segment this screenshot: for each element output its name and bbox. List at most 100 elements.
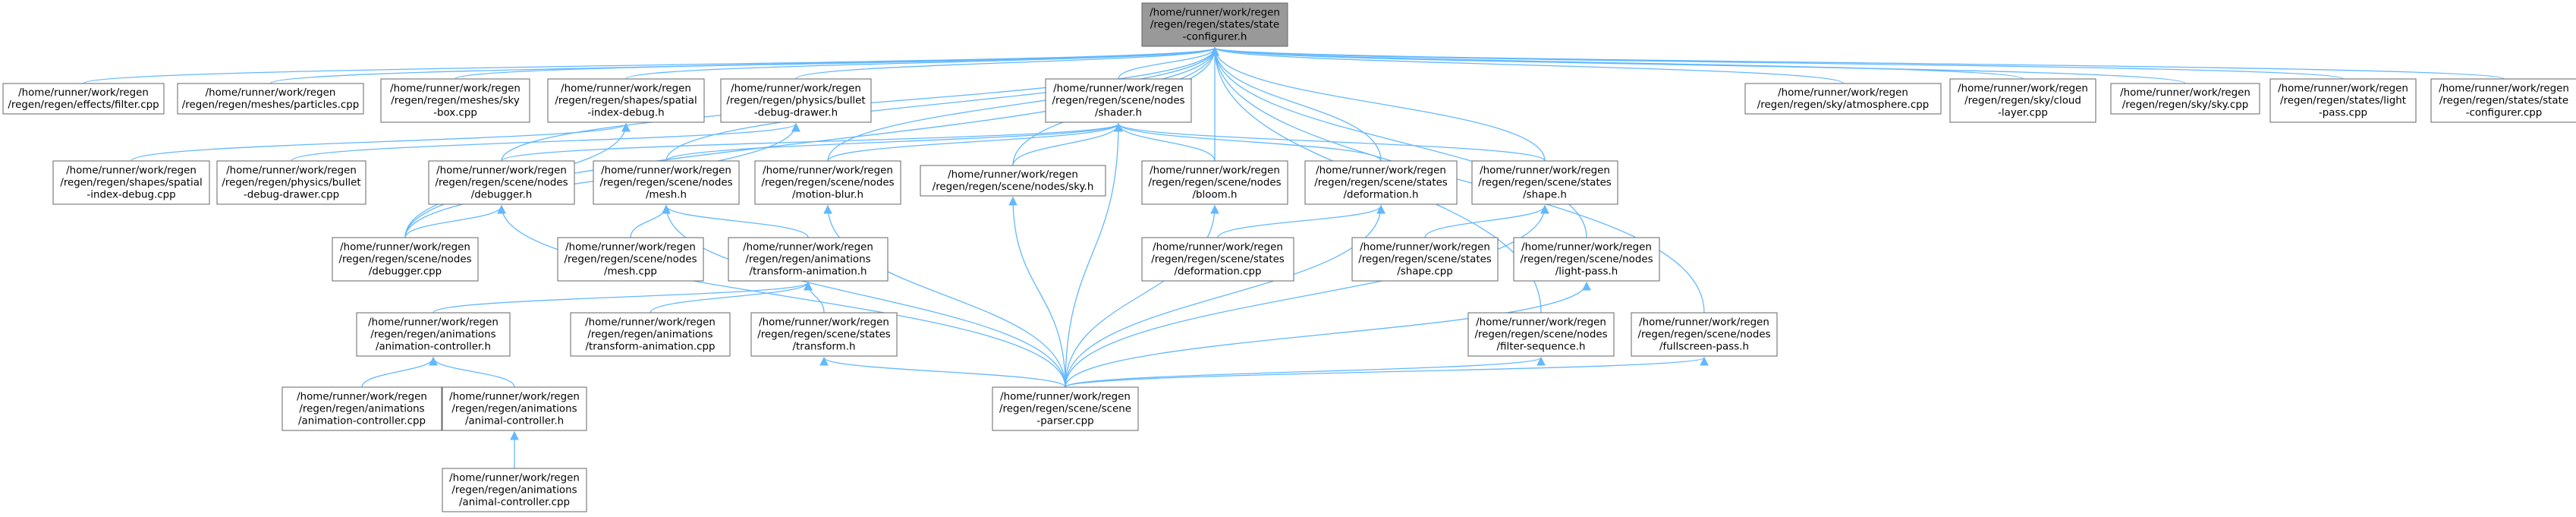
file-node-animation-controller-cpp[interactable]: /home/runner/work/regen/regen/regen/anim…	[282, 386, 442, 431]
file-node-label-line: -layer.cpp	[1998, 108, 2048, 119]
file-node-label-line: /shape.cpp	[1397, 266, 1453, 278]
file-node-filter-sequence-h[interactable]: /home/runner/work/regen/regen/regen/scen…	[1467, 312, 1615, 357]
edge-mesh-h-to-shader-h	[665, 122, 1123, 162]
file-node-label-line: /regen/regen/scene/nodes	[1637, 329, 1770, 341]
file-node-label-line: /home/runner/work/regen	[601, 166, 731, 177]
file-node-label-line: /regen/regen/animations	[451, 404, 577, 415]
file-node-label-line: /regen/regen/sky/cloud	[1964, 96, 2081, 107]
file-node-nodes-sky-h[interactable]: /home/runner/work/regen/regen/regen/scen…	[920, 165, 1106, 197]
edge-scene-parser-cpp-to-fullscreen-pass-h	[1065, 356, 1709, 388]
file-node-filter-cpp[interactable]: /home/runner/work/regen/regen/regen/effe…	[2, 83, 165, 115]
file-node-transform-animation-h[interactable]: /home/runner/work/regen/regen/regen/anim…	[728, 237, 889, 282]
file-node-box	[442, 468, 587, 512]
file-node-label-line: /home/runner/work/regen	[66, 166, 197, 177]
file-node-transform-h[interactable]: /home/runner/work/regen/regen/regen/scen…	[750, 312, 898, 357]
file-node-label-line: /regen/regen/physics/bullet	[222, 178, 360, 189]
file-node-shader-h[interactable]: /home/runner/work/regen/regen/regen/scen…	[1045, 78, 1192, 123]
file-node-spatial-index-debug-h[interactable]: /home/runner/work/regen/regen/regen/shap…	[547, 78, 705, 123]
file-node-mesh-h[interactable]: /home/runner/work/regen/regen/regen/scen…	[593, 160, 740, 205]
file-node-label-line: /home/runner/work/regen	[340, 242, 470, 254]
file-node-light-pass-h[interactable]: /home/runner/work/regen/regen/regen/scen…	[1513, 237, 1660, 282]
file-node-light-pass-cpp[interactable]: /home/runner/work/regen/regen/regen/stat…	[2269, 78, 2417, 123]
file-node-label-line: /light-pass.h	[1555, 266, 1618, 278]
file-node-label-line: /mesh.h	[646, 190, 687, 201]
file-node-box	[216, 160, 366, 205]
file-node-motion-blur-h[interactable]: /home/runner/work/regen/regen/regen/scen…	[754, 160, 901, 205]
edge-filter-cpp-to-root	[83, 46, 1219, 84]
file-node-atmosphere-cpp[interactable]: /home/runner/work/regen/regen/regen/sky/…	[1744, 83, 1942, 115]
file-node-label-line: /regen/regen/scene/nodes	[1052, 96, 1184, 107]
edge-motion-blur-h-to-shader-h	[827, 122, 1123, 162]
file-node-label-line: /regen/regen/states/light	[2280, 96, 2406, 107]
file-node-label-line: /regen/regen/scene/states	[757, 329, 891, 341]
file-node-label-line: /regen/regen/scene/states	[1314, 178, 1448, 189]
file-node-label-line: /shape.h	[1523, 190, 1567, 201]
file-node-label-line: /regen/regen/animations	[370, 329, 495, 341]
file-node-label-line: /home/runner/work/regen	[297, 392, 427, 403]
file-node-scene-parser-cpp[interactable]: /home/runner/work/regen/regen/regen/scen…	[992, 386, 1139, 431]
file-node-deformation-cpp[interactable]: /home/runner/work/regen/regen/regen/scen…	[1141, 237, 1294, 282]
file-node-animation-controller-h[interactable]: /home/runner/work/regen/regen/regen/anim…	[356, 312, 511, 357]
file-node-label-line: /home/runner/work/regen	[1521, 242, 1652, 254]
file-node-mesh-cpp[interactable]: /home/runner/work/regen/regen/regen/scen…	[557, 237, 704, 282]
edge-mesh-h-to-root	[665, 46, 1219, 162]
file-node-box	[282, 386, 442, 431]
edge-scene-parser-cpp-to-debugger-h	[497, 204, 1066, 388]
file-node-deformation-h[interactable]: /home/runner/work/regen/regen/regen/scen…	[1304, 160, 1458, 205]
file-node-label-line: /animation-controller.cpp	[298, 416, 426, 427]
file-node-label-line: -index-debug.h	[587, 108, 664, 119]
file-node-bloom-h[interactable]: /home/runner/work/regen/regen/regen/scen…	[1141, 160, 1288, 205]
file-node-sky-box-cpp[interactable]: /home/runner/work/regen/regen/regen/mesh…	[380, 78, 530, 123]
file-node-label-line: /home/runner/work/regen	[1639, 317, 1769, 329]
file-node-label-line: /home/runner/work/regen	[1150, 166, 1280, 177]
file-node-box	[754, 160, 901, 205]
file-node-label-line: /home/runner/work/regen	[1360, 242, 1490, 254]
file-node-label-line: /regen/regen/physics/bullet	[726, 96, 865, 107]
file-node-label-line: /transform-animation.h	[749, 266, 867, 278]
file-node-label-line: /regen/regen/animations	[587, 329, 712, 341]
file-node-label-line: /regen/regen/sky/atmosphere.cpp	[1757, 99, 1930, 111]
file-node-box	[2430, 78, 2576, 123]
file-node-debugger-cpp[interactable]: /home/runner/work/regen/regen/regen/scen…	[332, 237, 479, 282]
file-node-box	[2, 83, 165, 115]
file-node-shape-h[interactable]: /home/runner/work/regen/regen/regen/scen…	[1471, 160, 1618, 205]
file-node-debugger-h[interactable]: /home/runner/work/regen/regen/regen/scen…	[428, 160, 575, 205]
edge-sky-box-cpp-to-root	[454, 46, 1219, 80]
edge-spatial-index-debug-cpp-to-spatial-index-debug-h	[131, 122, 631, 162]
file-node-label-line: /home/runner/work/regen	[1476, 317, 1606, 329]
edge-scene-parser-cpp-to-mesh-h	[662, 204, 1066, 388]
file-node-box	[920, 165, 1106, 197]
file-node-bullet-debug-drawer-cpp[interactable]: /home/runner/work/regen/regen/regen/phys…	[216, 160, 366, 205]
file-node-label-line: /home/runner/work/regen	[436, 166, 567, 177]
file-node-box	[1141, 160, 1288, 205]
file-node-spatial-index-debug-cpp[interactable]: /home/runner/work/regen/regen/regen/shap…	[52, 160, 210, 205]
file-node-state-configurer-cpp[interactable]: /home/runner/work/regen/regen/regen/stat…	[2430, 78, 2576, 123]
file-node-label-line: /filter-sequence.h	[1497, 342, 1586, 353]
file-node-fullscreen-pass-h[interactable]: /home/runner/work/regen/regen/regen/scen…	[1631, 312, 1778, 357]
file-node-label-line: /animation-controller.h	[376, 342, 491, 353]
file-node-animal-controller-h[interactable]: /home/runner/work/regen/regen/regen/anim…	[442, 386, 587, 431]
edge-transform-animation-cpp-to-transform-animation-h	[650, 281, 813, 314]
file-node-transform-animation-cpp[interactable]: /home/runner/work/regen/regen/regen/anim…	[570, 312, 731, 357]
file-node-box	[1141, 237, 1294, 282]
file-node-animal-controller-cpp[interactable]: /home/runner/work/regen/regen/regen/anim…	[442, 468, 587, 512]
edge-scene-parser-cpp-to-shape-h	[1065, 204, 1549, 388]
file-node-label-line: /regen/regen/scene/nodes	[599, 178, 732, 189]
edge-transform-h-to-transform-animation-h	[804, 281, 825, 314]
file-node-label-line: /regen/regen/animations	[451, 485, 577, 497]
file-node-box	[177, 83, 364, 115]
file-node-label-line: /regen/regen/animations	[299, 404, 424, 415]
file-node-bullet-debug-drawer-h[interactable]: /home/runner/work/regen/regen/regen/phys…	[720, 78, 872, 123]
file-node-label-line: /deformation.cpp	[1175, 266, 1262, 278]
file-node-label-line: -box.cpp	[433, 108, 477, 119]
file-node-cloud-layer-cpp[interactable]: /home/runner/work/regen/regen/regen/sky/…	[1949, 78, 2096, 123]
file-node-particles-cpp[interactable]: /home/runner/work/regen/regen/regen/mesh…	[177, 83, 364, 115]
file-node-label-line: /regen/regen/scene/nodes/sky.h	[933, 181, 1094, 193]
edge-deformation-cpp-to-deformation-h	[1217, 204, 1386, 238]
file-node-root[interactable]: /home/runner/work/regen/regen/regen/stat…	[1141, 2, 1288, 47]
file-node-box	[1304, 160, 1458, 205]
file-node-sky-cpp[interactable]: /home/runner/work/regen/regen/regen/sky/…	[2110, 83, 2260, 115]
file-node-label-line: /regen/regen/scene/nodes	[338, 254, 471, 266]
file-node-shape-cpp[interactable]: /home/runner/work/regen/regen/regen/scen…	[1351, 237, 1499, 282]
file-node-label-line: /animal-controller.cpp	[459, 497, 570, 509]
